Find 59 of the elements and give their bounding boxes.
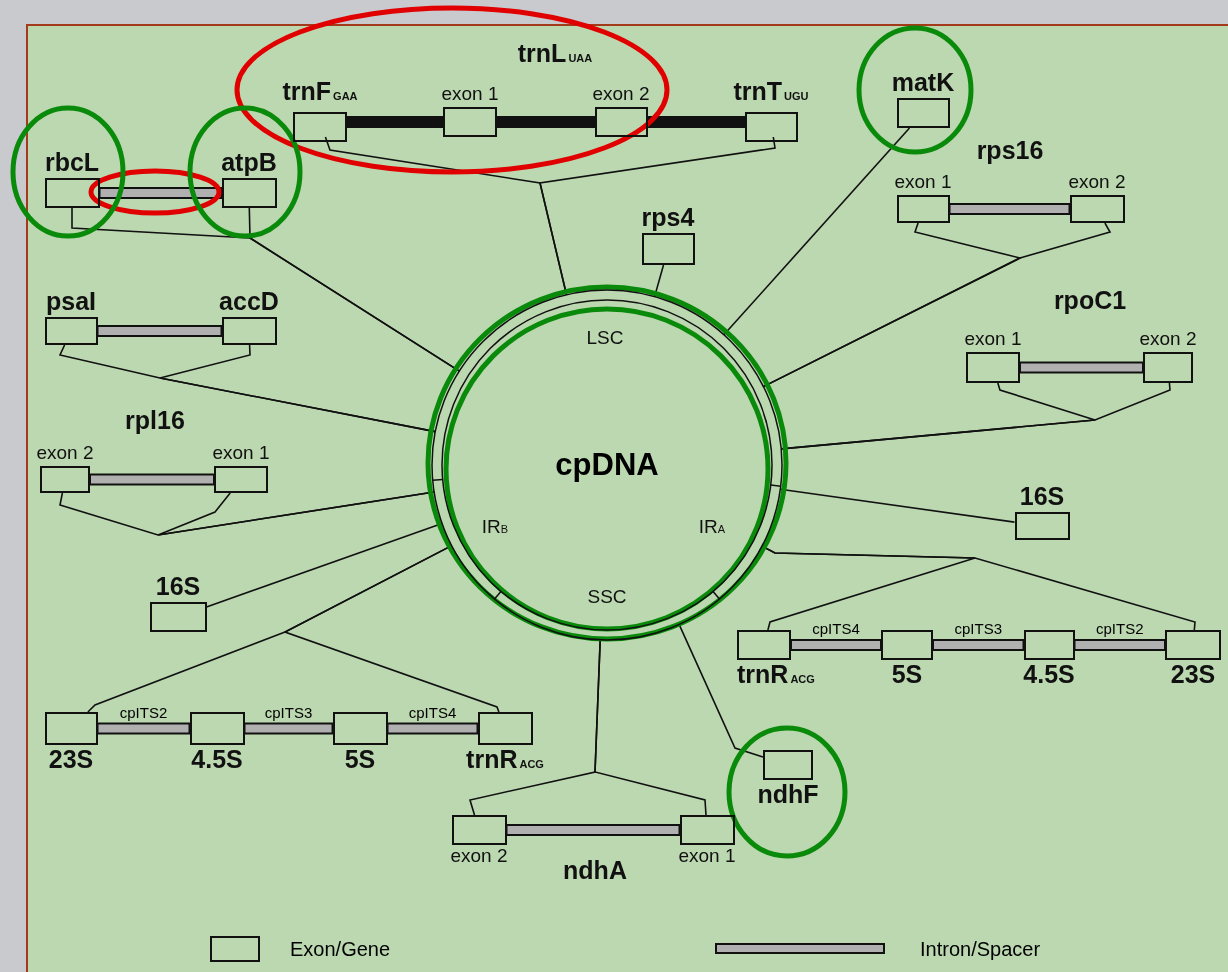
intron-bar — [346, 116, 444, 128]
edge-label: cpITS3 — [952, 621, 1004, 637]
gene-label: ndhF — [757, 780, 819, 808]
leader-line — [159, 344, 436, 433]
exon-label: exon 2 — [450, 845, 508, 867]
intron-bar — [96, 325, 223, 337]
intron-bar — [646, 116, 746, 128]
leader-line — [678, 623, 764, 758]
gene-label: 4.5S — [1023, 660, 1075, 688]
intron-bar — [505, 824, 681, 836]
exon-label: exon 1 — [212, 442, 270, 464]
leader-line — [594, 639, 707, 816]
exon-label: exon 2 — [1068, 171, 1126, 193]
intron-bar — [98, 187, 223, 199]
leader-line — [762, 222, 1112, 388]
gene-label: 4.5S — [191, 745, 243, 773]
intron-bar — [496, 116, 596, 128]
leader-line — [780, 382, 1171, 450]
intron-bar — [89, 473, 215, 486]
gene-label: rps4 — [641, 203, 695, 231]
exon-label: exon 1 — [894, 171, 952, 193]
region-label: SSC — [587, 586, 627, 608]
legend-label: Exon/Gene — [290, 937, 391, 961]
leader-line — [248, 207, 461, 372]
intron-bar — [790, 639, 882, 651]
gene-label: rbcL — [44, 148, 100, 176]
gene-label: accD — [219, 287, 279, 315]
gene-label: 5S — [891, 660, 923, 688]
intron-bar — [243, 722, 334, 735]
gene-label: matK — [891, 68, 955, 96]
edge-label: cpITS4 — [810, 621, 862, 637]
exon-label: exon 2 — [592, 83, 650, 105]
gene-label: atpB — [221, 148, 277, 176]
gene-label: rpoC1 — [1053, 286, 1127, 314]
gene-label: 16S — [155, 572, 201, 600]
exon-label: exon 2 — [36, 442, 94, 464]
gene-label: rps16 — [976, 136, 1044, 164]
gene-label: 23S — [1170, 660, 1216, 688]
exon-label: exon 2 — [1139, 328, 1197, 350]
exon-label: exon 1 — [678, 845, 736, 867]
region-label: LSC — [586, 327, 624, 349]
circle-label: cpDNA — [555, 447, 659, 483]
intron-bar — [932, 639, 1025, 651]
intron-bar — [386, 722, 479, 735]
gene-label: rpl16 — [125, 406, 185, 434]
intron-bar — [96, 722, 191, 735]
gene-label: 23S — [48, 745, 94, 773]
exon-label: exon 1 — [441, 83, 499, 105]
gene-label: psaI — [46, 287, 96, 315]
gene-label: ndhA — [563, 856, 627, 884]
edge-label: cpITS2 — [1094, 621, 1146, 637]
gene-label: 16S — [1019, 482, 1065, 510]
gene-label: 5S — [344, 745, 376, 773]
intron-bar — [1073, 639, 1166, 651]
legend-label: Intron/Spacer — [920, 936, 1041, 961]
leader-line — [283, 544, 500, 713]
exon-label: exon 1 — [964, 328, 1022, 350]
intron-bar — [948, 203, 1071, 215]
intron-bar — [1019, 361, 1144, 374]
